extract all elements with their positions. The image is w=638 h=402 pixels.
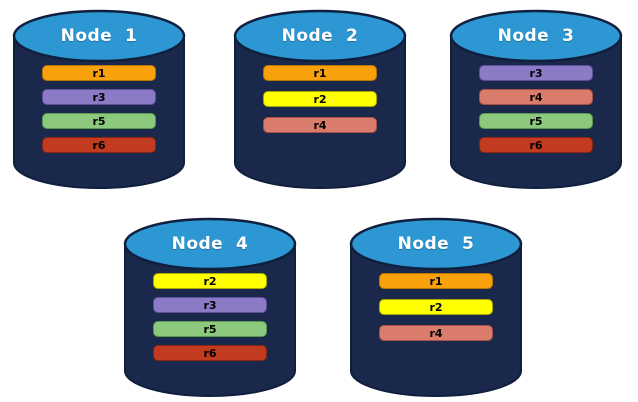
database-node-1: Node 1 r1 r3 r5 r6 — [11, 8, 187, 190]
replica-bar-r4: r4 — [379, 325, 493, 341]
replica-label: r4 — [313, 118, 327, 132]
replica-list: r1 r2 r4 — [379, 273, 493, 341]
replica-label: r6 — [529, 138, 543, 152]
replica-label: r5 — [529, 114, 543, 128]
replica-bar-r2: r2 — [263, 91, 377, 107]
replica-bar-r3: r3 — [153, 297, 267, 313]
replica-label: r5 — [203, 322, 217, 336]
replica-label: r4 — [429, 326, 443, 340]
replica-bar-r2: r2 — [379, 299, 493, 315]
replica-bar-r6: r6 — [42, 137, 156, 153]
replica-list: r2 r3 r5 r6 — [153, 273, 267, 361]
replica-label: r1 — [92, 66, 106, 80]
node-title: Node 2 — [281, 26, 359, 46]
replica-bar-r6: r6 — [479, 137, 593, 153]
replica-label: r3 — [529, 66, 543, 80]
database-node-2: Node 2 r1 r2 r4 — [232, 8, 408, 190]
replica-bar-r5: r5 — [479, 113, 593, 129]
replica-list: r1 r3 r5 r6 — [42, 65, 156, 153]
replica-label: r4 — [529, 90, 543, 104]
replica-bar-r3: r3 — [42, 89, 156, 105]
cylinder-top-ellipse — [233, 9, 407, 63]
replica-bar-r1: r1 — [263, 65, 377, 81]
replica-label: r3 — [203, 298, 217, 312]
replica-label: r1 — [313, 66, 327, 80]
replica-label: r6 — [203, 346, 217, 360]
replica-bar-r4: r4 — [479, 89, 593, 105]
replica-bar-r5: r5 — [153, 321, 267, 337]
replica-bar-r4: r4 — [263, 117, 377, 133]
cylinder-top-ellipse — [449, 9, 623, 63]
replica-bar-r2: r2 — [153, 273, 267, 289]
replica-label: r1 — [429, 274, 443, 288]
replica-list: r1 r2 r4 — [263, 65, 377, 133]
node-title: Node 1 — [60, 26, 138, 46]
replica-bar-r6: r6 — [153, 345, 267, 361]
replica-bar-r3: r3 — [479, 65, 593, 81]
cylinder-top-ellipse — [123, 217, 297, 271]
replica-bar-r5: r5 — [42, 113, 156, 129]
replica-list: r3 r4 r5 r6 — [479, 65, 593, 153]
replica-label: r5 — [92, 114, 106, 128]
replica-label: r2 — [203, 274, 217, 288]
replica-label: r3 — [92, 90, 106, 104]
node-title: Node 4 — [171, 234, 249, 254]
node-title: Node 5 — [397, 234, 475, 254]
replica-bar-r1: r1 — [379, 273, 493, 289]
cylinder-top-ellipse — [349, 217, 523, 271]
replica-label: r2 — [429, 300, 443, 314]
database-node-4: Node 4 r2 r3 r5 r6 — [122, 216, 298, 398]
replica-label: r6 — [92, 138, 106, 152]
cylinder-top-ellipse — [12, 9, 186, 63]
replica-bar-r1: r1 — [42, 65, 156, 81]
replica-label: r2 — [313, 92, 327, 106]
database-node-5: Node 5 r1 r2 r4 — [348, 216, 524, 398]
database-node-3: Node 3 r3 r4 r5 r6 — [448, 8, 624, 190]
node-title: Node 3 — [497, 26, 575, 46]
